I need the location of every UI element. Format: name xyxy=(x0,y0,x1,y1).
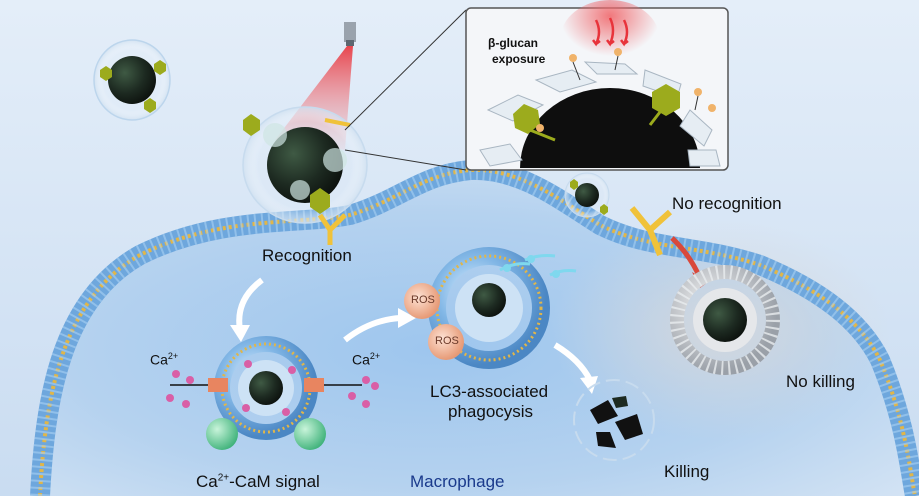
exposure-label: exposure xyxy=(492,52,546,66)
cam-rest-text: -CaM signal xyxy=(229,472,320,491)
inset-panel xyxy=(465,0,729,171)
ros-label-bottom: ROS xyxy=(435,335,459,347)
ros-bubble-icon xyxy=(404,283,440,319)
cam-signal-label: Ca2+-CaM signal xyxy=(196,472,320,492)
arrow-head-icon xyxy=(230,325,250,342)
cam-phagosome xyxy=(170,336,362,450)
cam-ca-text: Ca xyxy=(196,472,218,491)
no-recognition-label: No recognition xyxy=(672,194,782,213)
small-fungal-cell-icon xyxy=(564,172,610,218)
zoom-line-bottom xyxy=(344,149,467,171)
receptor-icon xyxy=(317,213,347,245)
no-killing-label: No killing xyxy=(786,372,855,391)
cam-charge: 2+ xyxy=(217,472,230,484)
phagosome-icon xyxy=(670,265,780,375)
calmodulin-icon xyxy=(294,418,326,450)
receptor-icon xyxy=(629,206,673,257)
lc3-label-line1: LC3-associated xyxy=(430,382,549,401)
ion-channel-icon xyxy=(208,378,228,392)
calcium-ion-icon xyxy=(166,360,379,416)
ion-channel-icon xyxy=(304,378,324,392)
ros-label-top: ROS xyxy=(411,294,435,306)
lc3-label-line2: phagocysis xyxy=(448,402,534,421)
arrow-icon xyxy=(553,342,593,382)
arrow-head-icon xyxy=(398,308,416,328)
membrane-tails xyxy=(38,167,917,496)
macrophage-label: Macrophage xyxy=(410,472,505,491)
exposed-fungal-cell xyxy=(242,106,368,245)
calcium-label-right-text: Ca xyxy=(352,351,370,368)
killing-label: Killing xyxy=(664,462,710,481)
zoom-line-top xyxy=(344,9,467,131)
calcium-charge-right: 2+ xyxy=(369,351,381,361)
killed-fungus xyxy=(573,379,655,461)
arrow-head-icon xyxy=(580,376,598,394)
ros-bubble-icon xyxy=(428,324,464,360)
recognition-label: Recognition xyxy=(262,246,352,265)
arrow-icon xyxy=(343,315,401,343)
calcium-label-left: Ca2+ xyxy=(150,351,178,368)
calcium-charge-left: 2+ xyxy=(167,351,179,361)
beta-glucan-label: β-glucan xyxy=(488,36,538,50)
fungal-cell-icon xyxy=(93,39,171,121)
calcium-label-right: Ca2+ xyxy=(352,351,380,368)
calcium-label-left-text: Ca xyxy=(150,351,168,368)
calmodulin-icon xyxy=(206,418,238,450)
